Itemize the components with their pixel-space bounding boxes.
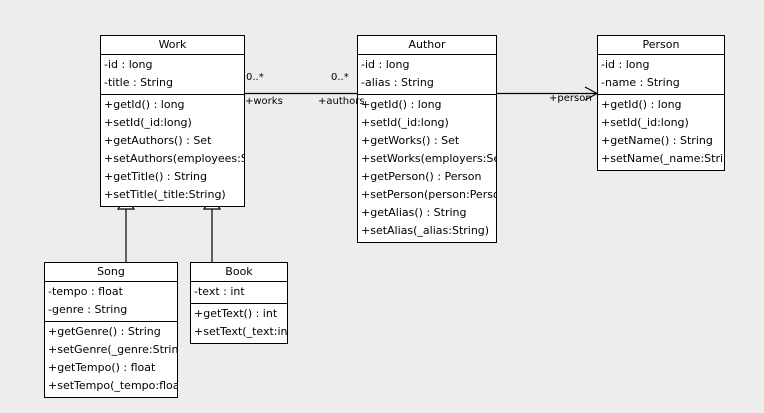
attributes-compartment-person: -id : long -name : String (598, 55, 724, 95)
operation-item: +getId() : long (601, 98, 682, 111)
operation-item: +setId(_id:long) (361, 116, 449, 129)
attribute-item: -id : long (104, 58, 153, 71)
operation-item: +getName() : String (601, 134, 713, 147)
class-name-song: Song (45, 263, 177, 282)
operation-item: +setAlias(_alias:String) (361, 224, 490, 237)
operation-item: +getTitle() : String (104, 170, 207, 183)
operation-item: +getAlias() : String (361, 206, 467, 219)
role-label-authors: +authors (318, 96, 365, 107)
class-box-work[interactable]: Work -id : long -title : String +getId()… (100, 35, 245, 207)
operation-item: +setAuthors(employees:Set) (104, 152, 244, 165)
class-name-author: Author (358, 36, 496, 55)
operation-item: +setWorks(employers:Set) (361, 152, 496, 165)
operation-item: +setId(_id:long) (601, 116, 689, 129)
operation-item: +setName(_name:String) (601, 152, 724, 165)
operation-item: +getText() : int (194, 307, 278, 320)
role-label-person: +person (549, 93, 592, 104)
attributes-compartment-song: -tempo : float -genre : String (45, 282, 177, 322)
attribute-item: -text : int (194, 285, 245, 298)
attributes-compartment-book: -text : int (191, 282, 287, 304)
class-box-song[interactable]: Song -tempo : float -genre : String +get… (44, 262, 178, 398)
attribute-item: -id : long (361, 58, 410, 71)
operation-item: +setText(_text:int) (194, 325, 287, 338)
operations-compartment-person: +getId() : long +setId(_id:long) +getNam… (598, 95, 724, 170)
attributes-compartment-author: -id : long -alias : String (358, 55, 496, 95)
operation-item: +getId() : long (361, 98, 442, 111)
attribute-item: -id : long (601, 58, 650, 71)
attributes-compartment-work: -id : long -title : String (101, 55, 244, 95)
class-box-author[interactable]: Author -id : long -alias : String +getId… (357, 35, 497, 243)
operation-item: +setPerson(person:Person) (361, 188, 496, 201)
attribute-item: -tempo : float (48, 285, 123, 298)
role-label-works: +works (245, 96, 283, 107)
class-box-person[interactable]: Person -id : long -name : String +getId(… (597, 35, 725, 171)
operations-compartment-author: +getId() : long +setId(_id:long) +getWor… (358, 95, 496, 242)
operation-item: +getTempo() : float (48, 361, 156, 374)
operation-item: +setGenre(_genre:String) (48, 343, 177, 356)
class-name-work: Work (101, 36, 244, 55)
operations-compartment-work: +getId() : long +setId(_id:long) +getAut… (101, 95, 244, 206)
operation-item: +getGenre() : String (48, 325, 161, 338)
operation-item: +setTempo(_tempo:float) (48, 379, 177, 392)
operations-compartment-song: +getGenre() : String +setGenre(_genre:St… (45, 322, 177, 397)
operation-item: +getWorks() : Set (361, 134, 460, 147)
class-name-person: Person (598, 36, 724, 55)
multiplicity-author-end: 0..* (331, 72, 349, 83)
operation-item: +getPerson() : Person (361, 170, 482, 183)
attribute-item: -alias : String (361, 76, 434, 89)
attribute-item: -name : String (601, 76, 680, 89)
attribute-item: -title : String (104, 76, 174, 89)
operation-item: +getId() : long (104, 98, 185, 111)
attribute-item: -genre : String (48, 303, 128, 316)
operation-item: +getAuthors() : Set (104, 134, 212, 147)
operations-compartment-book: +getText() : int +setText(_text:int) (191, 304, 287, 343)
operation-item: +setId(_id:long) (104, 116, 192, 129)
class-box-book[interactable]: Book -text : int +getText() : int +setTe… (190, 262, 288, 344)
class-name-book: Book (191, 263, 287, 282)
operation-item: +setTitle(_title:String) (104, 188, 226, 201)
multiplicity-work-end: 0..* (246, 72, 264, 83)
